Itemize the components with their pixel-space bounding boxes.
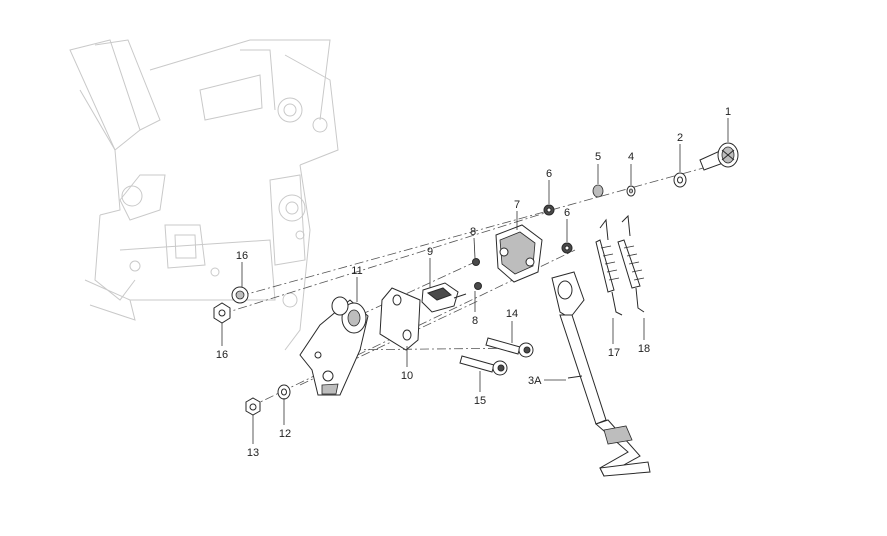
callout-11: 11 [351, 265, 362, 277]
callout-2: 2 [677, 132, 683, 144]
bracket-washer [277, 384, 291, 400]
callout-6-upper: 6 [546, 168, 552, 180]
callout-4: 4 [628, 151, 634, 163]
callout-13: 13 [247, 447, 259, 459]
assembly-axes [221, 164, 715, 408]
leader-lines [221, 118, 729, 444]
mounting-bolt-upper [485, 337, 534, 358]
callout-1: 1 [725, 106, 731, 118]
callout-9: 9 [427, 246, 433, 258]
callout-8-upper: 8 [470, 226, 476, 238]
pivot-bolt [699, 142, 739, 171]
callout-15: 15 [474, 395, 486, 407]
flange-nut-upper [543, 204, 555, 216]
callout-3a: 3A [528, 375, 542, 387]
large-washer [673, 172, 687, 188]
motorcycle-frame [69, 39, 339, 351]
callout-10: 10 [401, 370, 413, 382]
callout-16-upper: 16 [236, 250, 248, 262]
return-spring-short [595, 218, 623, 316]
flange-nut-lower [561, 242, 573, 254]
return-spring-long [617, 214, 645, 313]
side-stand [551, 271, 651, 477]
screw-lower [474, 282, 482, 290]
callout-5: 5 [595, 151, 601, 163]
screw-upper [472, 258, 480, 266]
callout-6-lower: 6 [564, 207, 570, 219]
callouts: 1 2 5 4 6 6 7 8 8 9 10 11 12 13 14 15 16… [216, 106, 731, 459]
frame-nut-lower [213, 302, 231, 324]
callout-8-lower: 8 [472, 315, 478, 327]
callout-14: 14 [506, 308, 518, 320]
frame-nut-upper [231, 286, 249, 304]
callout-7: 7 [514, 199, 520, 211]
sensor-bracket [495, 224, 543, 283]
stand-bracket [299, 296, 369, 396]
mounting-bolt-lower [459, 355, 508, 376]
sidestand-switch [421, 282, 467, 313]
stand-nut [592, 184, 604, 198]
callout-18: 18 [638, 343, 650, 355]
gasket-plate [379, 287, 421, 351]
hex-nut [245, 397, 261, 416]
callout-17: 17 [608, 347, 620, 359]
callout-12: 12 [279, 428, 291, 440]
small-washer [626, 185, 636, 197]
callout-16-lower: 16 [216, 349, 228, 361]
